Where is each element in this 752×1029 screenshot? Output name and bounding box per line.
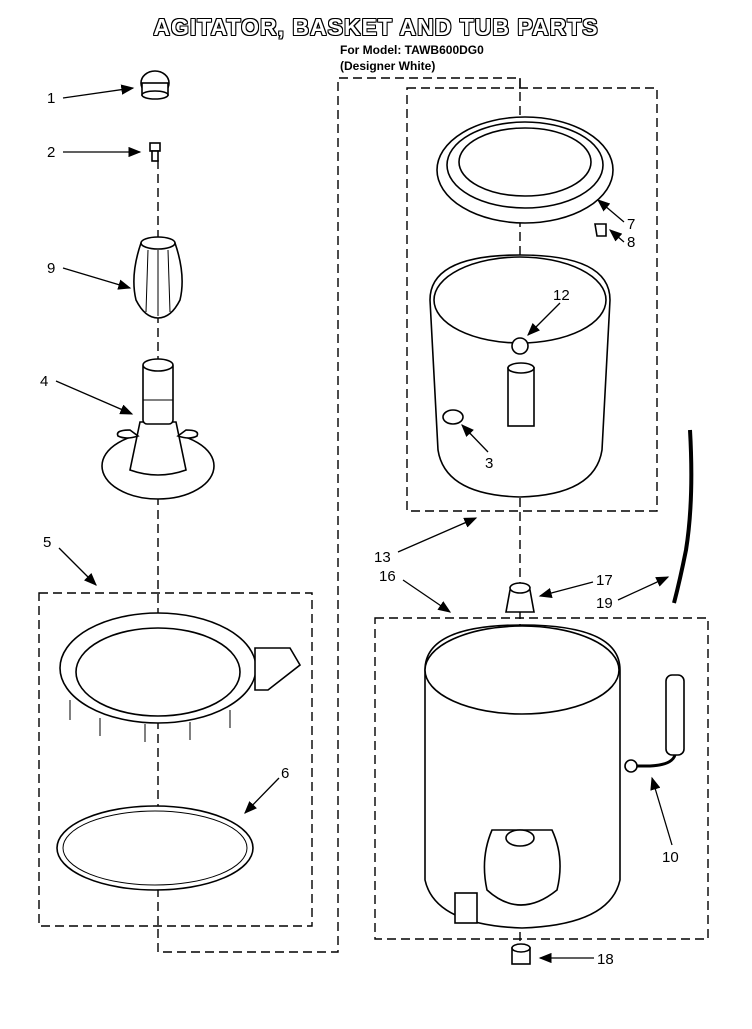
- callout-label: 13: [374, 549, 391, 566]
- callout-7: 7: [597, 199, 635, 233]
- callout-8: 8: [609, 229, 635, 251]
- callout-label: 1: [47, 90, 55, 107]
- fill-hose-part: [624, 674, 685, 773]
- tub-ring-assembly-box: [38, 592, 313, 927]
- callout-18: 18: [538, 951, 614, 968]
- callout-label: 4: [40, 373, 48, 390]
- outer-tub-part: [424, 624, 621, 929]
- callout-17: 17: [538, 572, 613, 599]
- bushing-part: [442, 409, 464, 425]
- upper-agitator-part: [133, 236, 183, 319]
- model-number: For Model: TAWB600DG0: [340, 43, 484, 57]
- callout-label: 7: [627, 216, 635, 233]
- callout-label: 8: [627, 234, 635, 251]
- hose-part: [672, 429, 694, 604]
- callout-label: 12: [553, 287, 570, 304]
- callout-label: 10: [662, 849, 679, 866]
- tub-assembly-box: [374, 617, 709, 940]
- seal-ring-part: [56, 805, 254, 891]
- lower-agitator-part: [101, 358, 215, 500]
- plug-part: [511, 943, 531, 965]
- basket-part: [429, 254, 611, 498]
- callout-12: 12: [527, 287, 570, 336]
- callout-label: 2: [47, 144, 55, 161]
- callout-label: 17: [596, 572, 613, 589]
- callout-5: 5: [43, 534, 97, 586]
- coupling-part: [505, 582, 535, 613]
- basket-ring-part: [436, 116, 614, 224]
- callout-label: 16: [379, 568, 396, 585]
- basket-nut-part: [511, 337, 529, 355]
- callout-6: 6: [244, 765, 289, 814]
- tub-ring-part: [59, 612, 302, 742]
- agitator-cap-part: [140, 70, 170, 100]
- model-variant: (Designer White): [340, 59, 436, 73]
- callout-label: 3: [485, 455, 493, 472]
- callout-label: 6: [281, 765, 289, 782]
- callout-19: 19: [596, 576, 670, 612]
- callout-label: 5: [43, 534, 51, 551]
- callout-4: 4: [40, 373, 134, 415]
- callout-16: 16: [379, 568, 452, 613]
- callout-label: 19: [596, 595, 613, 612]
- basket-assembly-box: [406, 87, 658, 512]
- callout-3: 3: [461, 424, 493, 472]
- callout-13: 13: [374, 517, 478, 566]
- model-info: For Model: TAWB600DG0 (Designer White): [340, 42, 484, 74]
- callout-2: 2: [47, 144, 142, 161]
- callout-label: 9: [47, 260, 55, 277]
- clip-part: [594, 223, 607, 237]
- bolt-part: [149, 142, 161, 162]
- callout-10: 10: [650, 776, 679, 866]
- callout-1: 1: [47, 84, 135, 107]
- callout-9: 9: [47, 260, 132, 290]
- callout-label: 18: [597, 951, 614, 968]
- diagram-title: AGITATOR, BASKET AND TUB PARTS: [153, 14, 599, 40]
